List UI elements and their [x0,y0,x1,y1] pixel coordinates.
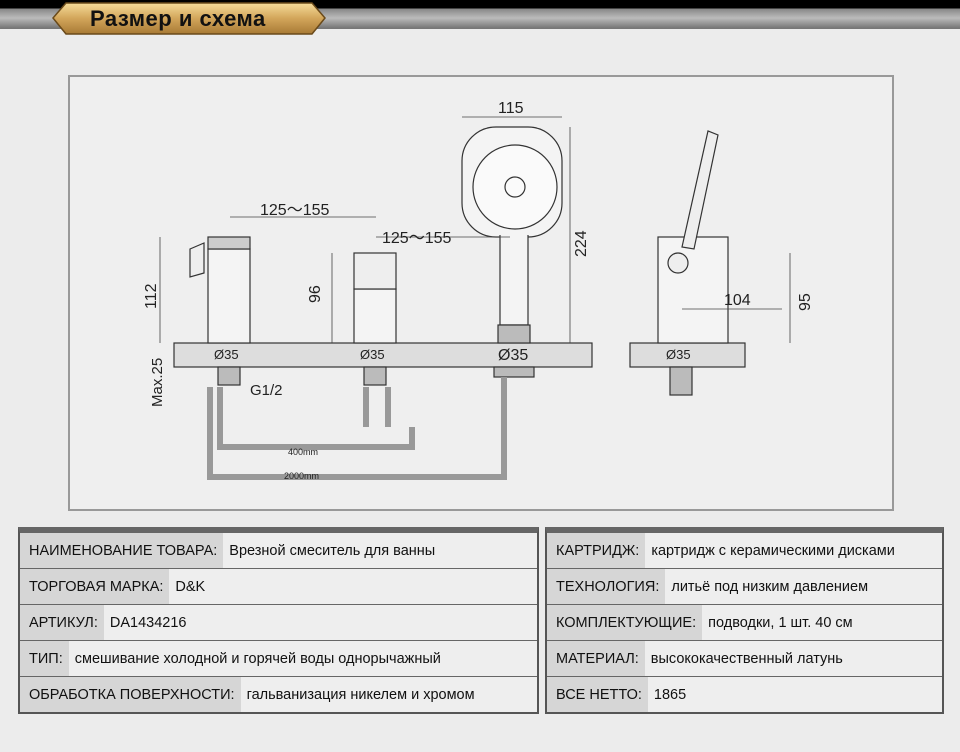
spec-value: Врезной смеситель для ванны [229,542,436,559]
spec-label: АРТИКУЛ: [20,605,104,640]
dim-side-height: 95 [797,293,814,311]
dim-hose-400: 400mm [288,447,318,457]
spec-row: ОБРАБОТКА ПОВЕРХНОСТИ: гальванизация нике… [20,677,537,712]
dim-side-depth: 104 [724,292,751,309]
hand-shower [461,126,563,378]
spec-label: КОМПЛЕКТУЮЩИЕ: [547,605,703,640]
spec-row: ТИП: смешивание холодной и горячей воды о… [20,641,537,677]
dim-spacing-2: 125～155 [382,230,451,247]
spec-row: КАРТРИДЖ: картридж с керамическими дискам… [547,533,942,569]
spec-row: НАИМЕНОВАНИЕ ТОВАРА: Врезной смеситель дл… [20,533,537,569]
spec-row: МАТЕРИАЛ: высококачественный латунь [547,641,942,677]
spec-row: ТОРГОВАЯ МАРКА: D&K [20,569,537,605]
dim-handle-height: 224 [573,230,590,257]
hole-shower: Ø35 [498,347,528,364]
spec-label: ТЕХНОЛОГИЯ: [547,569,666,604]
dim-hose-2000: 2000mm [284,471,319,481]
dim-thread: G1/2 [250,382,283,399]
hoses [207,377,507,480]
spec-value: D&K [175,578,206,595]
hole-mid: Ø35 [360,347,385,362]
spec-row: ВСЕ НЕТТО: 1865 [547,677,942,712]
dim-height-mid: 96 [307,285,324,303]
spec-label: ВСЕ НЕТТО: [547,677,648,712]
hole-side: Ø35 [666,347,691,362]
spec-row: АРТИКУЛ: DA1434216 [20,605,537,641]
dimension-drawing: 125～155 125～155 115 224 112 96 Max.25 G1… [68,75,894,511]
dim-handle-width: 115 [498,100,524,117]
spec-label: ТОРГОВАЯ МАРКА: [20,569,170,604]
spec-label: ОБРАБОТКА ПОВЕРХНОСТИ: [20,677,241,712]
dim-height-left: 112 [143,283,160,309]
spec-value: смешивание холодной и горячей воды однор… [74,650,441,667]
dimension-labels: 125～155 125～155 115 224 112 96 Max.25 G1… [143,100,814,481]
specs-table-left: НАИМЕНОВАНИЕ ТОВАРА: Врезной смеситель дл… [18,527,539,714]
spec-label: ТИП: [20,641,69,676]
spec-value: картридж с керамическими дисками [651,542,895,559]
page-title: Размер и схема [90,6,266,31]
hole-left: Ø35 [214,347,239,362]
spec-label: КАРТРИДЖ: [547,533,646,568]
spec-value: литьё под низким давлением [671,578,869,595]
spec-value: гальванизация никелем и хромом [246,686,475,703]
specs-table-right: КАРТРИДЖ: картридж с керамическими дискам… [545,527,944,714]
spec-value: 1865 [653,686,687,703]
spec-value: высококачественный латунь [650,650,843,667]
dim-spacing-1: 125～155 [260,202,329,219]
spec-row: КОМПЛЕКТУЮЩИЕ: подводки, 1 шт. 40 см [547,605,942,641]
dim-max-deck: Max.25 [149,358,166,407]
spec-label: МАТЕРИАЛ: [547,641,645,676]
spec-value: DA1434216 [109,614,187,631]
side-view [657,130,729,396]
spec-label: НАИМЕНОВАНИЕ ТОВАРА: [20,533,224,568]
valve-left [189,236,251,386]
spec-row: ТЕХНОЛОГИЯ: литьё под низким давлением [547,569,942,605]
header-banner [52,2,326,35]
spout-mid [353,252,397,386]
spec-value: подводки, 1 шт. 40 см [708,614,853,631]
